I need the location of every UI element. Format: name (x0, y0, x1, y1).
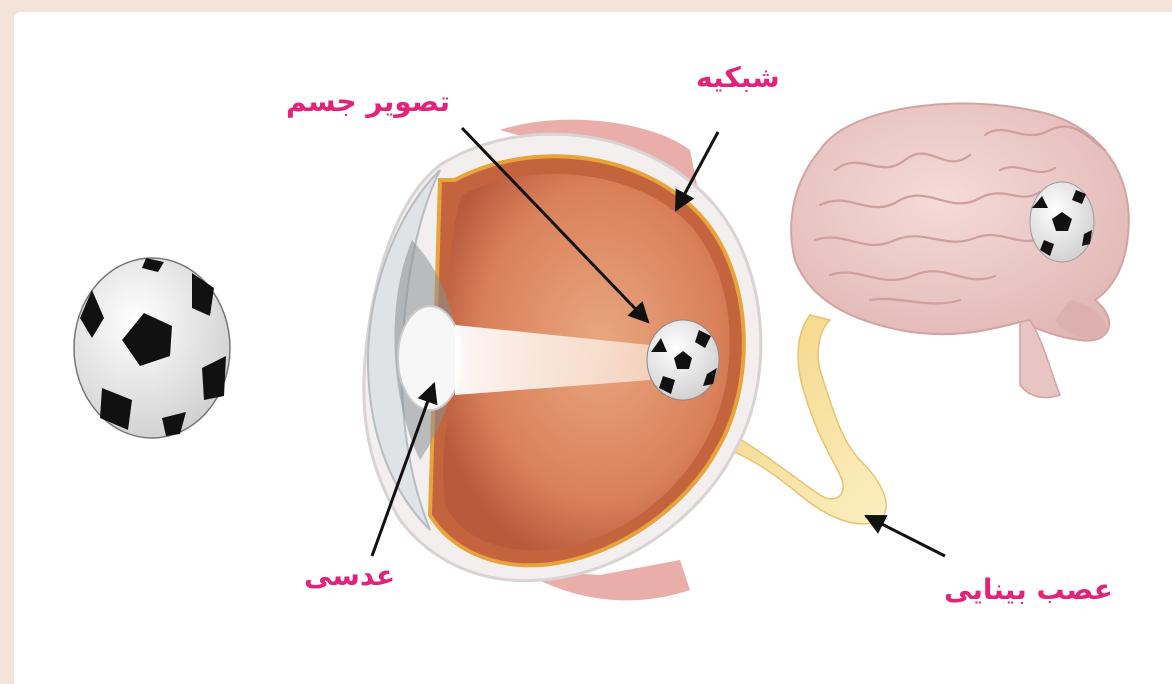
soccer-ball-icon (647, 320, 719, 400)
label-object-image: تصویر جسم (286, 88, 450, 116)
arrow-optic-nerve (866, 516, 945, 556)
label-retina: شبکیه (696, 64, 780, 92)
soccer-ball-icon (74, 258, 230, 438)
label-lens: عدسی (304, 562, 395, 590)
soccer-ball-icon (1030, 182, 1094, 262)
label-optic-nerve: عصب بینایی (944, 576, 1113, 604)
